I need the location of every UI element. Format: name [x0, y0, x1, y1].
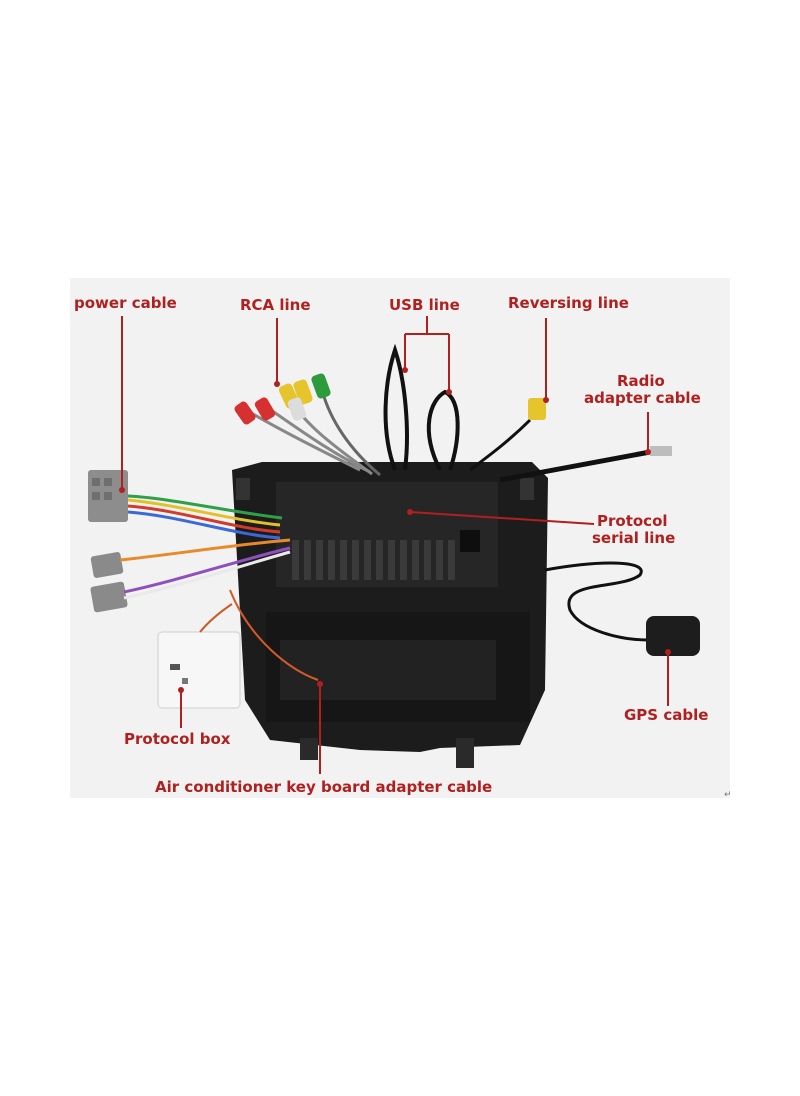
label-reversing-line: Reversing line	[508, 294, 629, 312]
radio-adapter-cable	[499, 446, 672, 483]
return-mark: ↵	[724, 790, 732, 800]
label-usb-line: USB line	[389, 296, 460, 314]
power-harness	[88, 470, 319, 681]
callout-dots	[119, 367, 671, 693]
label-ac-keyboard-cable: Air conditioner key board adapter cable	[155, 778, 493, 796]
label-power-cable: power cable	[74, 294, 177, 312]
callout-lines	[121, 316, 669, 774]
label-rca-line: RCA line	[240, 296, 311, 314]
label-radio-line1: Radio	[617, 372, 665, 390]
label-protocol-serial-line2: serial line	[592, 529, 676, 547]
gps-antenna	[544, 561, 700, 656]
label-radio-line2: adapter cable	[584, 389, 701, 407]
protocol-box-device	[157, 603, 241, 709]
rca-plugs	[234, 373, 381, 477]
label-gps-cable: GPS cable	[624, 706, 709, 724]
reversing-cable	[469, 398, 546, 472]
label-protocol-serial-line1: Protocol	[597, 512, 668, 530]
usb-cables	[383, 343, 460, 471]
label-protocol-box: Protocol box	[124, 730, 231, 748]
head-unit-frame	[232, 462, 548, 768]
